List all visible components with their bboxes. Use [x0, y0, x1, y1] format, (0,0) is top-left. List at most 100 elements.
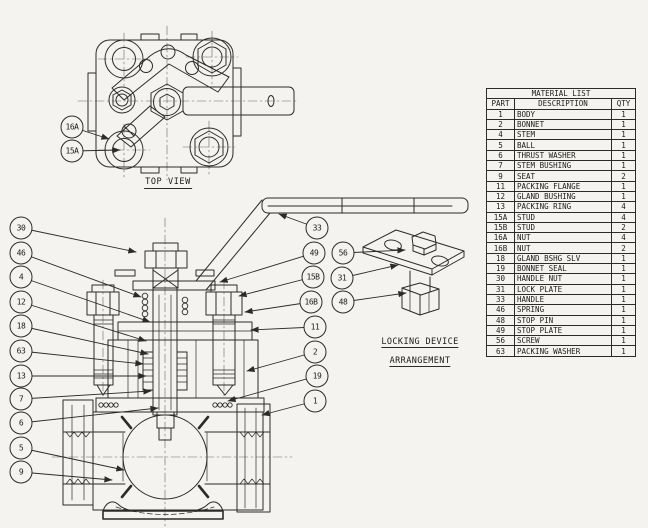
part-cell: 2 [486, 118, 515, 131]
callout-balloon: 12 [9, 290, 33, 314]
desc-cell: HANDLE NUT [514, 273, 612, 285]
desc-cell: STOP PLATE [514, 324, 612, 337]
part-cell: 15A [486, 211, 515, 223]
desc-cell: STEM [514, 129, 612, 141]
callout-balloon: 49 [302, 241, 326, 265]
desc-cell: HANDLE [514, 293, 612, 306]
desc-cell: STEM BUSHING [514, 160, 612, 172]
locking-device-drawing [362, 229, 465, 316]
qty-cell: 4 [611, 211, 636, 223]
qty-cell: 1 [611, 149, 636, 162]
callout-balloon: 5 [9, 436, 33, 460]
desc-cell: PACKING WASHER [514, 345, 612, 357]
qty-cell: 1 [611, 324, 636, 337]
desc-cell: THRUST WASHER [514, 149, 612, 162]
locking-device-label: LOCKING DEVICE ARRANGEMENT [381, 329, 459, 367]
qty-cell: 1 [611, 160, 636, 172]
callout-balloon: 15A [60, 139, 84, 163]
front-section-drawing [51, 197, 469, 527]
part-cell: 31 [486, 283, 515, 295]
callout-balloon: 1 [303, 389, 327, 413]
part-cell: 16B [486, 242, 515, 254]
callout-balloon: 19 [305, 364, 329, 388]
part-cell: 19 [486, 263, 515, 275]
qty-cell: 1 [611, 314, 636, 326]
qty-cell: 1 [611, 129, 636, 141]
callout-balloon: 16A [60, 115, 84, 139]
callout-balloon: 31 [330, 266, 354, 290]
qty-cell: 2 [611, 221, 636, 234]
callout-balloon: 63 [9, 339, 33, 363]
callout-balloon: 46 [9, 241, 33, 265]
desc-cell: BONNET [514, 118, 612, 131]
col-header-description: DESCRIPTION [514, 98, 612, 110]
callout-balloon: 2 [303, 340, 327, 364]
col-header-qty: QTY [611, 98, 636, 110]
callout-balloon: 18 [9, 314, 33, 338]
callout-balloon: 15B [301, 265, 325, 289]
part-cell: 7 [486, 160, 515, 172]
desc-cell: STOP PIN [514, 314, 612, 326]
callout-balloon: 9 [9, 460, 33, 484]
part-cell: 11 [486, 180, 515, 192]
desc-cell: STUD [514, 211, 612, 223]
qty-cell: 2 [611, 242, 636, 254]
desc-cell: NUT [514, 242, 612, 254]
part-cell: 6 [486, 149, 515, 162]
qty-cell: 1 [611, 190, 636, 203]
qty-cell: 1 [611, 283, 636, 295]
part-cell: 16A [486, 232, 515, 244]
desc-cell: PACKING FLANGE [514, 180, 612, 192]
part-cell: 33 [486, 293, 515, 306]
part-cell: 9 [486, 170, 515, 182]
part-cell: 18 [486, 252, 515, 265]
col-header-part: PART [486, 98, 515, 110]
qty-cell: 2 [611, 170, 636, 182]
qty-cell: 1 [611, 345, 636, 357]
part-cell: 63 [486, 345, 515, 357]
qty-cell: 4 [611, 232, 636, 244]
callout-balloon: 4 [9, 265, 33, 289]
part-cell: 30 [486, 273, 515, 285]
qty-cell: 1 [611, 180, 636, 192]
qty-cell: 1 [611, 252, 636, 265]
desc-cell: SPRING [514, 304, 612, 316]
part-cell: 13 [486, 201, 515, 213]
callout-balloon: 16B [299, 290, 323, 314]
qty-cell: 1 [611, 335, 636, 347]
part-cell: 49 [486, 324, 515, 337]
leader-lines [20, 126, 407, 483]
desc-cell: SEAT [514, 170, 612, 182]
qty-cell: 1 [611, 304, 636, 316]
part-cell: 15B [486, 221, 515, 234]
desc-cell: GLAND BUSHING [514, 190, 612, 203]
desc-cell: BONNET SEAL [514, 263, 612, 275]
qty-cell: 1 [611, 108, 636, 120]
qty-cell: 1 [611, 273, 636, 285]
desc-cell: STUD [514, 221, 612, 234]
callout-balloon: 30 [9, 216, 33, 240]
locking-device-label-line2: ARRANGEMENT [389, 356, 451, 367]
qty-cell: 1 [611, 139, 636, 151]
callout-balloon: 11 [303, 315, 327, 339]
